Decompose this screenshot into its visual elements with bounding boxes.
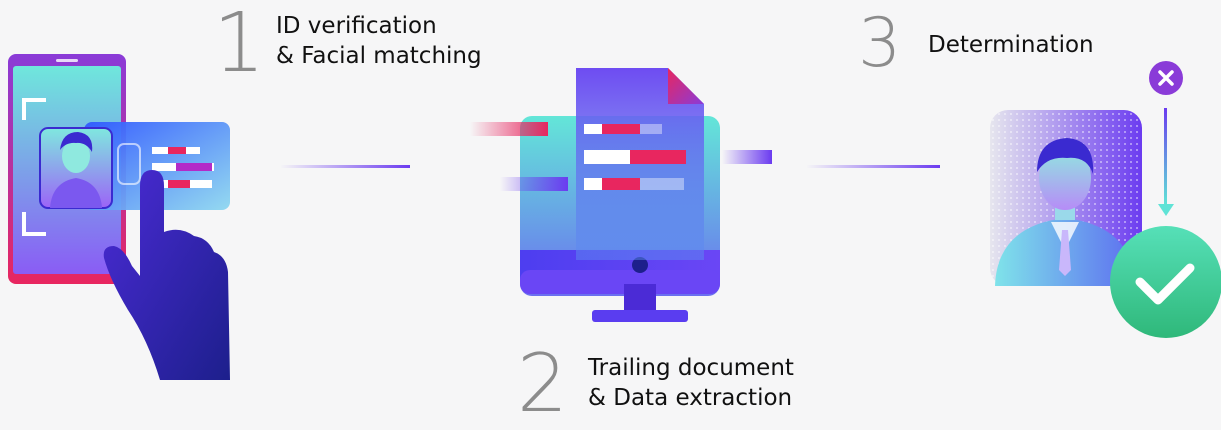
- approve-check-icon: [1110, 226, 1221, 338]
- step-3-label-line1: Determination: [928, 32, 1094, 58]
- step-2-label-line1: Trailing document: [588, 355, 794, 381]
- step-3-number: 3: [858, 4, 902, 83]
- step-1-label-line1: ID verification: [276, 13, 437, 39]
- connector-line-1: [280, 165, 410, 168]
- determination-arrow: [1158, 108, 1174, 216]
- person-portrait-icon: [990, 110, 1142, 286]
- phone-with-selfie-icon: [8, 54, 230, 380]
- step-1-label-line2: & Facial matching: [276, 43, 482, 69]
- step-1-number: 1: [213, 0, 266, 91]
- step-2-number: 2: [517, 337, 568, 430]
- step-3-label: Determination: [928, 30, 1094, 60]
- connector-line-2: [806, 165, 940, 168]
- step-1-label: ID verification & Facial matching: [276, 11, 482, 71]
- step-2-label-line2: & Data extraction: [588, 385, 793, 411]
- reject-x-icon: [1149, 61, 1183, 95]
- step-2-label: Trailing document & Data extraction: [588, 353, 794, 413]
- computer-monitor-icon: [470, 68, 772, 322]
